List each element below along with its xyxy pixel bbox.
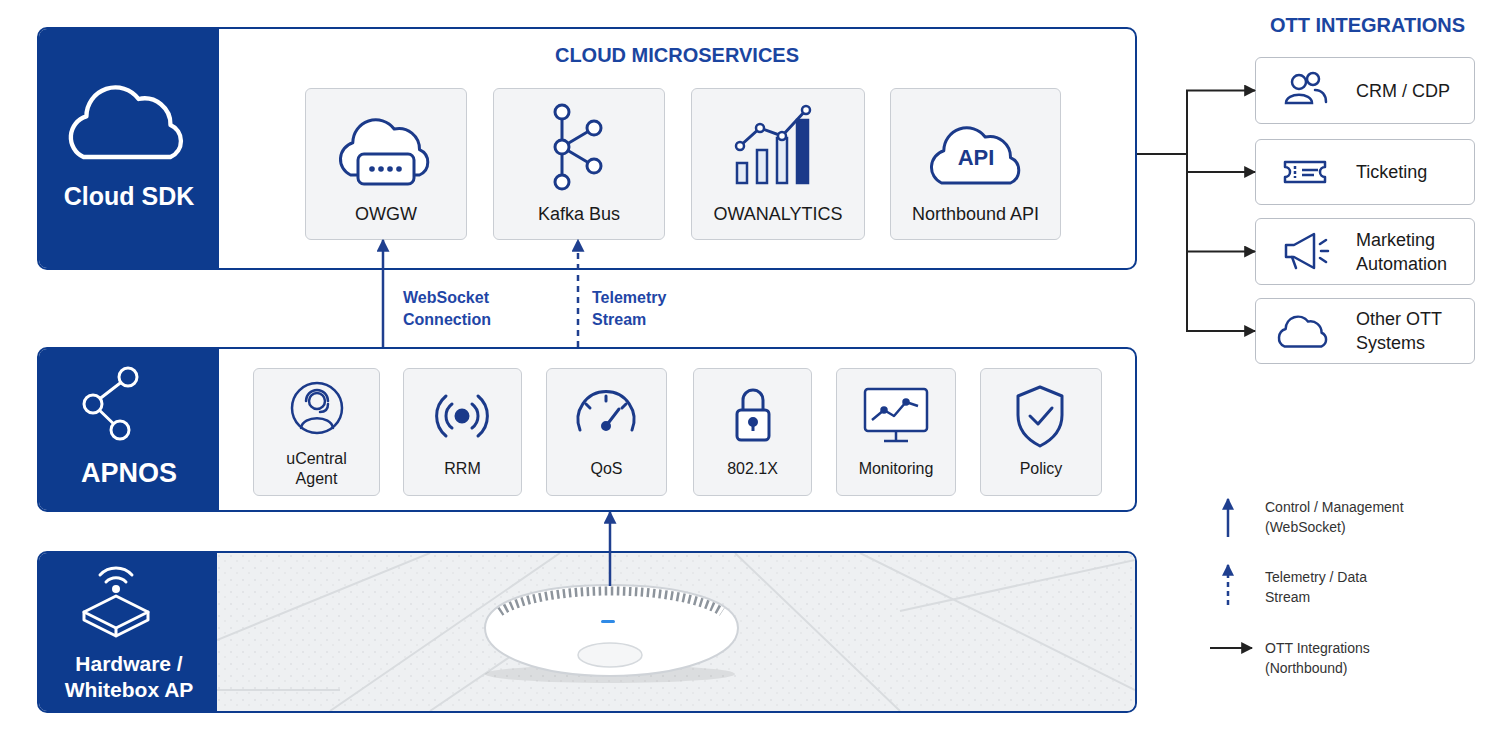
box-label: CRM / CDP: [1356, 79, 1471, 103]
function-box: Policy: [980, 368, 1102, 496]
edge-label: Telemetry Stream: [592, 287, 692, 331]
text-region: Marketing Automation: [1356, 219, 1471, 284]
northbound-arrow: [1137, 91, 1255, 155]
legend-label: Telemetry / Data Stream: [1265, 567, 1390, 607]
integration-box: Other OTT Systems: [1255, 298, 1475, 364]
section-heading: CLOUD MICROSERVICES: [219, 44, 1135, 67]
microservice-box: OWANALYTICS: [691, 88, 865, 240]
function-box: RRM: [403, 368, 522, 496]
hardware-band: Hardware / Whitebox AP: [37, 551, 1137, 713]
legend-sample: [1227, 499, 1230, 537]
text-region: Monitoring: [837, 449, 955, 489]
band-panel: APNOS: [39, 349, 219, 510]
text-region: Ticketing: [1356, 140, 1471, 204]
microservice-box: OWGW: [305, 88, 467, 240]
band-title: APNOS: [81, 457, 177, 491]
icon-text: API: [936, 145, 1016, 171]
legend-label: OTT Integrations (Northbound): [1265, 638, 1420, 678]
text-region: Northbound API: [891, 193, 1060, 235]
text-region: Policy: [981, 449, 1101, 489]
box-label: Northbound API: [912, 203, 1039, 226]
box-label: RRM: [444, 459, 480, 479]
box-label: Policy: [1020, 459, 1063, 479]
legend-sample: [1210, 647, 1252, 649]
legend-sample: [1227, 565, 1230, 605]
function-box: Monitoring: [836, 368, 956, 496]
box-label: QoS: [590, 459, 622, 479]
legend-label: Control / Management (WebSocket): [1265, 497, 1420, 537]
box-label: uCentral Agent: [277, 449, 357, 489]
box-label: OWGW: [355, 203, 417, 226]
text-region: QoS: [547, 449, 666, 489]
function-box: uCentral Agent: [253, 368, 380, 496]
box-label: OWANALYTICS: [713, 203, 842, 226]
text-region: CRM / CDP: [1356, 58, 1471, 123]
band-title: Hardware / Whitebox AP: [54, 651, 204, 704]
box-label: Ticketing: [1356, 160, 1471, 184]
text-region: OWGW: [306, 193, 466, 235]
band-panel: Hardware / Whitebox AP: [39, 553, 219, 711]
box-label: Kafka Bus: [538, 203, 620, 226]
box-label: Monitoring: [859, 459, 934, 479]
box-label: Marketing Automation: [1356, 228, 1471, 276]
apnos-band: APNOS uCentral Agent RRM QoS 802.1X Monitorin…: [37, 347, 1137, 512]
section-heading: OTT INTEGRATIONS: [1255, 14, 1480, 37]
text-region: 802.1X: [694, 449, 811, 489]
box-label: 802.1X: [727, 459, 778, 479]
text-region: OWANALYTICS: [692, 193, 864, 235]
text-region: Kafka Bus: [494, 193, 664, 235]
microservice-box: Kafka Bus: [493, 88, 665, 240]
text-region: uCentral Agent: [254, 449, 379, 489]
integration-box: Ticketing: [1255, 139, 1475, 205]
northbound-arrow: [1137, 154, 1255, 172]
legend-sample: [1210, 499, 1252, 648]
edge-label: WebSocket Connection: [403, 287, 513, 331]
function-box: 802.1X: [693, 368, 812, 496]
text-region: Other OTT Systems: [1356, 299, 1471, 363]
integration-box: CRM / CDP: [1255, 57, 1475, 124]
integration-box: Marketing Automation: [1255, 218, 1475, 285]
function-box: QoS: [546, 368, 667, 496]
box-label: Other OTT Systems: [1356, 307, 1471, 355]
text-region: RRM: [404, 449, 521, 489]
band-panel: Cloud SDK: [39, 29, 219, 268]
band-title: Cloud SDK: [64, 181, 195, 212]
northbound-arrow: [1137, 154, 1255, 252]
northbound-arrow: [1137, 154, 1255, 331]
